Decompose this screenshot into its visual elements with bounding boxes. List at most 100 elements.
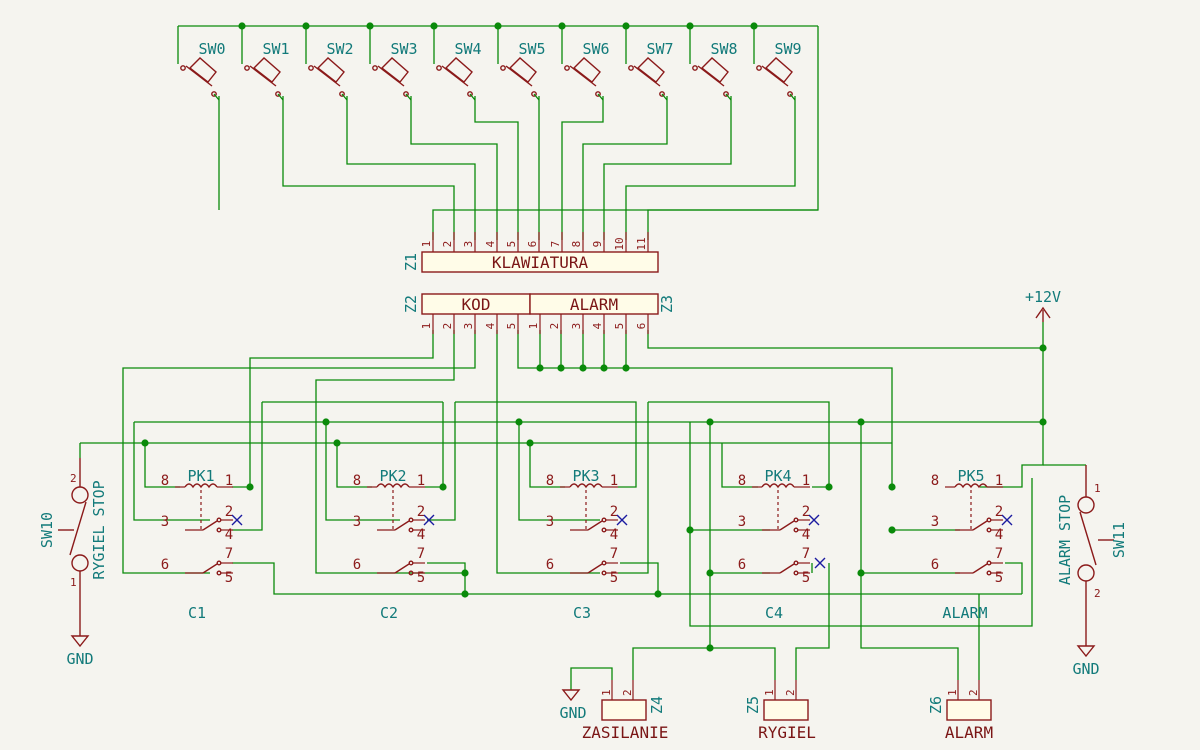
switch-contact-a [756, 65, 762, 71]
junction-19 [706, 569, 714, 577]
switch-actuator [380, 57, 409, 83]
contact-blade-2 [779, 563, 795, 574]
switch-contact-b [531, 91, 537, 97]
z5-pin2: 2 [784, 689, 797, 696]
wire-67 [710, 647, 776, 680]
switch-blade [377, 65, 405, 87]
relay-pin-1: 1 [802, 473, 810, 489]
wire-57 [427, 562, 466, 594]
contact-5 [216, 570, 222, 576]
junction-23 [526, 439, 534, 447]
contact-7 [793, 560, 799, 566]
z4-name: ZASILANIE [582, 723, 669, 742]
junction-24 [322, 418, 330, 426]
wire-37 [133, 422, 210, 521]
relay-pin-7: 7 [995, 546, 1003, 562]
contact-5 [408, 570, 414, 576]
no-connect-marker [231, 514, 243, 526]
wire-47 [721, 443, 758, 488]
junction-16 [857, 418, 865, 426]
switch-label: SW9 [774, 40, 801, 58]
switch-sw2: SW2 [308, 40, 354, 101]
switch-sw3: SW3 [372, 40, 418, 101]
z1-name: KLAWIATURA [492, 253, 589, 272]
relay-pin-5: 5 [610, 570, 618, 586]
wire-40 [689, 422, 770, 531]
sw10-ref: SW10 [38, 512, 56, 548]
wire-44 [144, 443, 180, 488]
vcc-symbol: +12V [1025, 288, 1061, 322]
wire-25 [122, 330, 476, 574]
relay-pin-2: 2 [610, 504, 618, 520]
sw10-pin-top: 2 [70, 472, 77, 485]
pin-number: 8 [570, 241, 583, 248]
contact-7 [986, 560, 992, 566]
switch-sw1: SW1 [244, 40, 290, 101]
switch-actuator [572, 57, 601, 83]
relay-pin-1: 1 [995, 473, 1003, 489]
wire-39 [518, 422, 600, 521]
pin-number: 3 [570, 323, 583, 330]
relay-ref: PK1 [187, 467, 214, 485]
switch-sw7: SW7 [628, 40, 674, 101]
contact-4 [793, 527, 799, 533]
relay-pin-4: 4 [610, 527, 618, 543]
relay-caption: ALARM [942, 604, 987, 622]
wire-54 [618, 402, 649, 574]
pin-number: 3 [462, 323, 475, 330]
junction-29 [888, 483, 896, 491]
switch-lead [277, 93, 284, 101]
wires [79, 25, 1086, 690]
gnd-z4: GND [559, 689, 587, 722]
junction-20 [857, 569, 865, 577]
pin-number: 9 [591, 241, 604, 248]
pin-number: 7 [549, 241, 562, 248]
switch-lead [597, 93, 604, 101]
junction-6 [622, 22, 630, 30]
wire-19 [582, 96, 668, 240]
wire-60 [1005, 562, 1023, 594]
connector-z6-alarm: 1 2 Z6 ALARM [927, 680, 993, 742]
switch-label: SW4 [454, 40, 481, 58]
switch-blade [185, 65, 213, 87]
z5-ref: Z5 [744, 696, 762, 714]
junction-21 [141, 439, 149, 447]
switch-lead [405, 93, 412, 101]
relay-pin-4: 4 [225, 527, 233, 543]
switch-actuator [252, 57, 281, 83]
switch-actuator [316, 57, 345, 83]
relay-pin-2: 2 [802, 504, 810, 520]
junction-33 [461, 569, 469, 577]
pin-number: 1 [527, 323, 540, 330]
switch-blade [313, 65, 341, 87]
switch-actuator [764, 57, 793, 83]
junction-9 [536, 364, 544, 372]
z6-ref: Z6 [927, 696, 945, 714]
contact-blade-2 [972, 563, 988, 574]
switch-label: SW3 [390, 40, 417, 58]
pin-number: 2 [548, 323, 561, 330]
switch-contact-b [467, 91, 473, 97]
switch-label: SW5 [518, 40, 545, 58]
sw11-ref: SW11 [1110, 522, 1128, 558]
switch-contact-b [659, 91, 665, 97]
wire-51 [232, 402, 263, 531]
contact-blade-2 [587, 563, 603, 574]
switch-contact-a [692, 65, 698, 71]
pin-number: 11 [635, 237, 648, 250]
switch-sw9: SW9 [756, 40, 802, 101]
wire-58 [620, 562, 659, 594]
pin-number: 6 [635, 323, 648, 330]
switch-contact-b [403, 91, 409, 97]
switch-actuator [636, 57, 665, 83]
z4-pin1: 1 [600, 689, 613, 696]
junction-27 [439, 483, 447, 491]
pin-number: 3 [462, 241, 475, 248]
relay-pin-6: 6 [161, 557, 169, 573]
wire-23 [249, 330, 434, 487]
